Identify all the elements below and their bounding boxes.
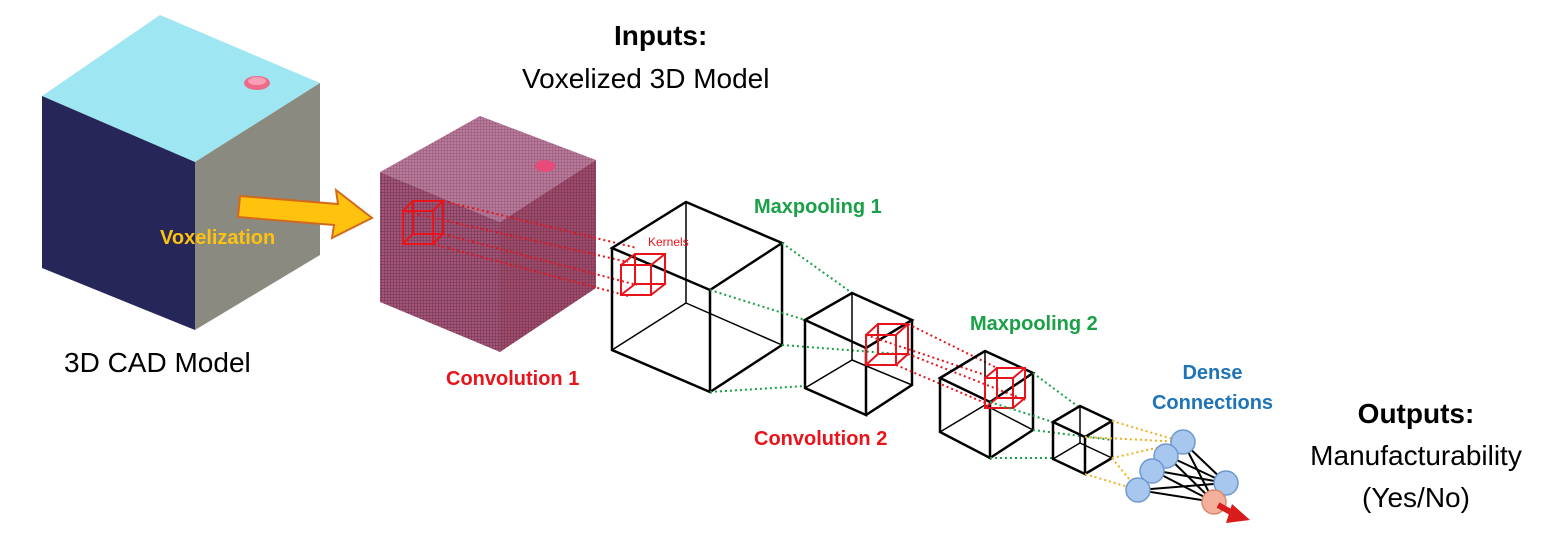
voxel-cube-side-face — [500, 160, 596, 352]
maxpooling2-label: Maxpooling 2 — [970, 313, 1098, 335]
kernels-label: Kernels — [648, 235, 689, 249]
kernel-projection-lines-1 — [402, 200, 638, 297]
outputs-title: Outputs: — [1357, 398, 1475, 429]
kernel-cube-4 — [984, 367, 1026, 409]
maxpooling2-cube — [1050, 404, 1115, 476]
cad-cube-front-face — [42, 96, 195, 330]
outputs-line2: (Yes/No) — [1362, 482, 1470, 513]
dense-connections-label: Dense Connections — [1140, 358, 1285, 418]
cad-hole-inner — [248, 77, 266, 85]
kernel-cube-3 — [865, 323, 909, 366]
output-arrow — [1216, 502, 1250, 523]
convolution1-label: Convolution 1 — [446, 368, 580, 390]
cad-cube-top-face — [42, 15, 320, 162]
kernel-projection-lines-2 — [865, 323, 1026, 406]
voxelization-label: Voxelization — [160, 227, 276, 249]
dense-label-line2: Connections — [1151, 392, 1274, 414]
inputs-title: Inputs: — [614, 20, 708, 51]
dense-neuron-3 — [1139, 458, 1165, 484]
kernel-cube-2 — [620, 253, 666, 296]
kernel-cube-1 — [402, 200, 444, 245]
dense-label-line1: Dense — [1182, 362, 1243, 384]
voxel-cube-front-face — [380, 172, 500, 352]
convolution2-label: Convolution 2 — [754, 428, 888, 450]
voxelization-arrow — [236, 187, 374, 240]
pool-projection-lines-2 — [989, 372, 1113, 459]
cad-model-label: 3D CAD Model — [64, 347, 251, 378]
dense-neuron-5 — [1213, 470, 1239, 496]
pool-projection-lines-1 — [709, 242, 913, 393]
maxpooling1-label: Maxpooling 1 — [754, 196, 882, 218]
maxpooling1-cube — [802, 291, 915, 417]
dense-neuron-1 — [1170, 429, 1196, 455]
dense-neuron-4 — [1125, 477, 1151, 503]
voxel-cube — [380, 116, 596, 352]
voxel-hole — [535, 160, 555, 172]
voxel-cube-top-face — [380, 116, 596, 222]
convolution1-cube — [609, 200, 785, 394]
outputs-line1: Manufacturability — [1310, 440, 1522, 471]
inputs-subtitle: Voxelized 3D Model — [522, 63, 770, 94]
cad-model-cube — [42, 15, 320, 330]
